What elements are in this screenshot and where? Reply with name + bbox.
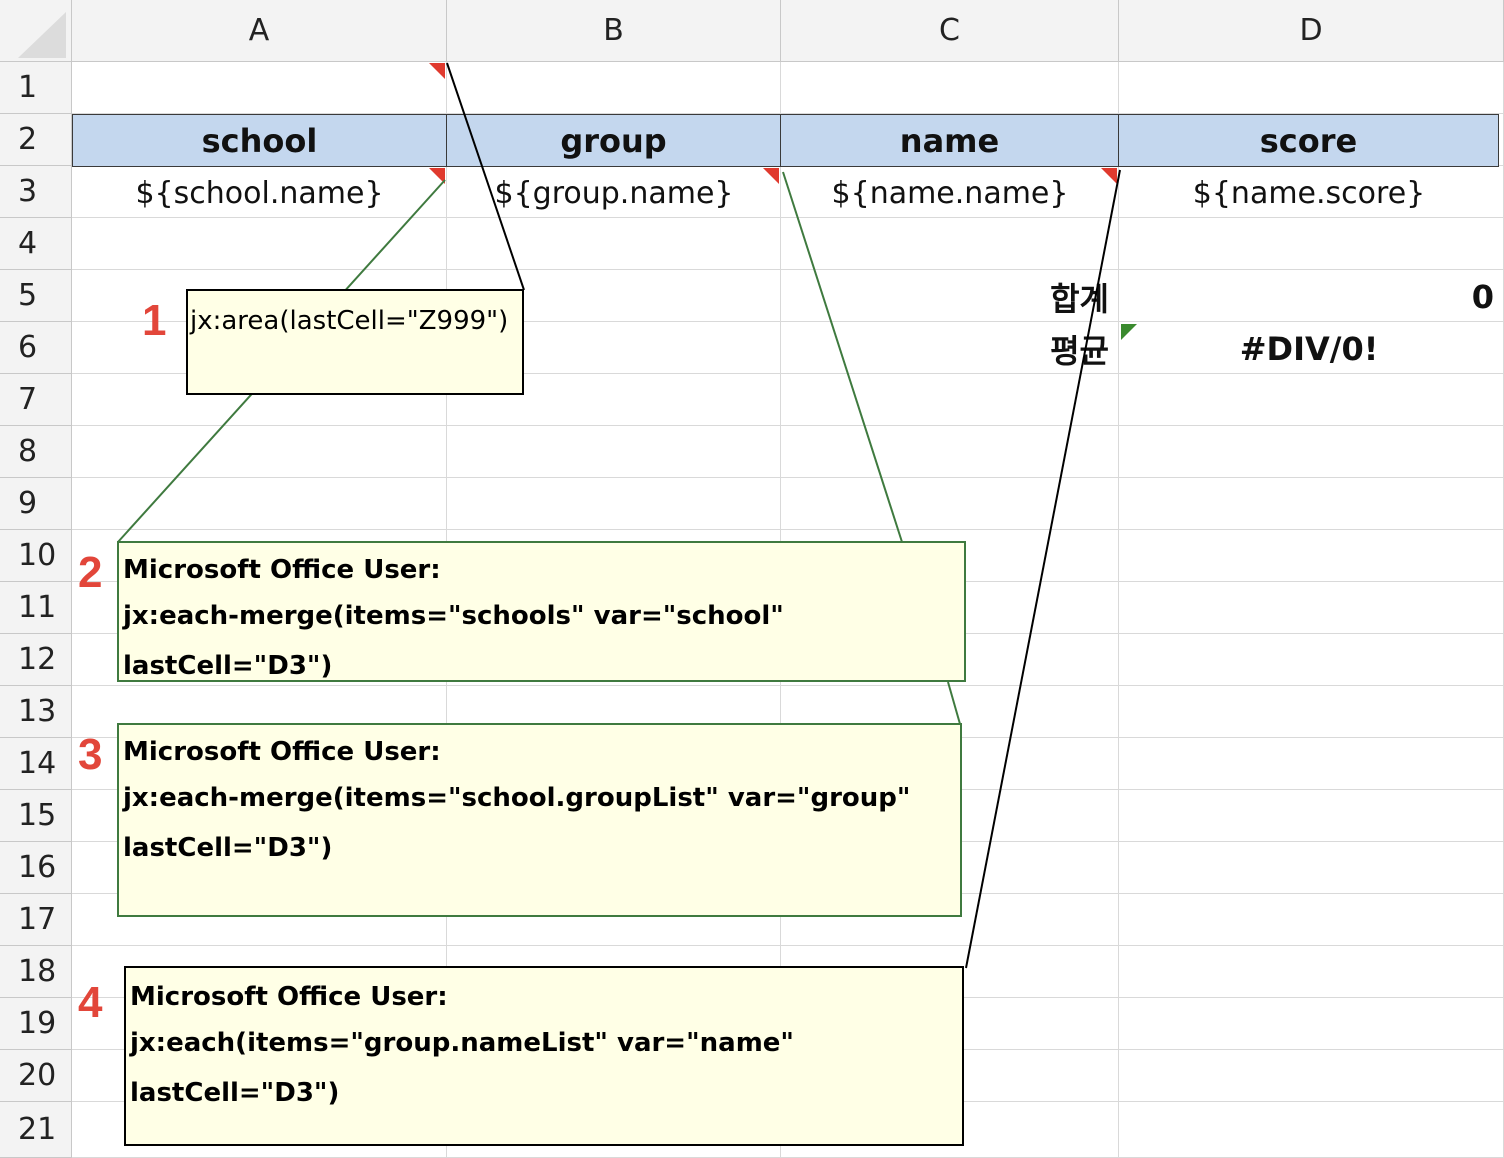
comment-box-1[interactable]: jx:area(lastCell="Z999") (186, 289, 524, 395)
cell-b2[interactable]: group (447, 114, 781, 167)
select-all-icon (18, 12, 66, 58)
row-header-8[interactable]: 8 (0, 426, 72, 478)
comment-3-text-line1: jx:each-merge(items="school.groupList" v… (123, 783, 911, 813)
row-header-6[interactable]: 6 (0, 322, 72, 374)
grid-cell[interactable] (447, 218, 781, 270)
cell-d3[interactable]: ${name.score} (1192, 175, 1426, 211)
row-header-10[interactable]: 10 (0, 530, 72, 582)
comment-box-2[interactable]: Microsoft Office User: jx:each-merge(ite… (117, 541, 966, 682)
select-all-corner[interactable] (0, 0, 72, 62)
grid-cell[interactable] (1119, 62, 1504, 114)
grid-cell[interactable] (1119, 374, 1504, 426)
grid-cell[interactable] (1119, 426, 1504, 478)
annotation-number-2: 2 (78, 548, 103, 597)
grid-cell[interactable] (447, 894, 781, 946)
column-header-c[interactable]: C (781, 0, 1119, 62)
grid-cell[interactable] (781, 218, 1119, 270)
grid-cell[interactable] (447, 270, 781, 322)
row-header-15[interactable]: 15 (0, 790, 72, 842)
row-header-1[interactable]: 1 (0, 62, 72, 114)
cell-d2[interactable]: score (1119, 114, 1499, 167)
row-header-21[interactable]: 21 (0, 1102, 72, 1158)
comment-indicator-c3[interactable] (1101, 168, 1117, 184)
grid-cell[interactable] (447, 478, 781, 530)
grid-cell[interactable] (1119, 1050, 1504, 1102)
grid-cell[interactable] (447, 62, 781, 114)
row-header-14[interactable]: 14 (0, 738, 72, 790)
grid-cell[interactable] (1119, 946, 1504, 998)
annotation-number-1: 1 (142, 296, 167, 345)
grid-cell[interactable] (1119, 998, 1504, 1050)
row-header-13[interactable]: 13 (0, 686, 72, 738)
column-header-b[interactable]: B (447, 0, 781, 62)
grid-cell[interactable] (1119, 1102, 1504, 1158)
grid-cell[interactable] (1119, 530, 1504, 582)
row-header-2[interactable]: 2 (0, 114, 72, 166)
row-header-17[interactable]: 17 (0, 894, 72, 946)
formula-indicator-d6[interactable] (1121, 324, 1137, 340)
grid-cell[interactable] (1119, 634, 1504, 686)
comment-2-text: jx:each-merge(items="schools" var="schoo… (123, 601, 784, 681)
grid-cell[interactable] (1119, 894, 1504, 946)
grid-cell[interactable] (72, 218, 447, 270)
row-header-5[interactable]: 5 (0, 270, 72, 322)
comment-indicator-a3[interactable] (429, 168, 445, 184)
cell-c6[interactable]: 평균 (1050, 332, 1109, 370)
cell-d5[interactable]: 0 (1471, 278, 1494, 316)
grid-cell[interactable] (1119, 478, 1504, 530)
row-header-18[interactable]: 18 (0, 946, 72, 998)
grid-cell[interactable] (781, 62, 1119, 114)
comment-box-3[interactable]: Microsoft Office User: jx:each-merge(ite… (117, 723, 962, 917)
comment-box-4[interactable]: Microsoft Office User: jx:each(items="gr… (124, 966, 964, 1146)
cell-a2[interactable]: school (72, 114, 447, 167)
grid-cell[interactable] (1119, 842, 1504, 894)
grid-cell[interactable] (1119, 686, 1504, 738)
comment-3-author: Microsoft Office User: (123, 737, 441, 767)
comment-indicator-b3[interactable] (763, 168, 779, 184)
annotation-number-3: 3 (78, 730, 103, 779)
cell-a3[interactable]: ${school.name} (135, 175, 384, 211)
comment-2-author: Microsoft Office User: (123, 555, 441, 585)
cell-c3[interactable]: ${name.name} (831, 175, 1069, 211)
row-header-11[interactable]: 11 (0, 582, 72, 634)
grid-cell[interactable] (447, 374, 781, 426)
grid-cell[interactable] (1119, 218, 1504, 270)
row-header-3[interactable]: 3 (0, 166, 72, 218)
cell-c2[interactable]: name (781, 114, 1119, 167)
grid-cell[interactable] (781, 374, 1119, 426)
grid-cell[interactable] (781, 426, 1119, 478)
grid-cell[interactable] (72, 426, 447, 478)
row-header-9[interactable]: 9 (0, 478, 72, 530)
comment-4-author: Microsoft Office User: (130, 982, 448, 1012)
grid-cell[interactable] (447, 166, 781, 218)
column-header-d[interactable]: D (1119, 0, 1504, 62)
grid-cell[interactable] (447, 322, 781, 374)
row-header-20[interactable]: 20 (0, 1050, 72, 1102)
row-header-19[interactable]: 19 (0, 998, 72, 1050)
grid-cell[interactable] (1119, 790, 1504, 842)
grid-cell[interactable] (1119, 582, 1504, 634)
annotation-number-4: 4 (78, 978, 103, 1027)
column-header-a[interactable]: A (72, 0, 447, 62)
row-header-4[interactable]: 4 (0, 218, 72, 270)
comment-4-text: jx:each(items="group.nameList" var="name… (130, 1028, 794, 1108)
row-header-7[interactable]: 7 (0, 374, 72, 426)
grid-cell[interactable] (72, 478, 447, 530)
comment-1-text: jx:area(lastCell="Z999") (190, 306, 509, 336)
row-header-16[interactable]: 16 (0, 842, 72, 894)
comment-indicator-a1[interactable] (429, 63, 445, 79)
grid-cell[interactable] (72, 894, 447, 946)
cell-d6[interactable]: #DIV/0! (1239, 330, 1379, 368)
grid-cell[interactable] (781, 478, 1119, 530)
row-header-12[interactable]: 12 (0, 634, 72, 686)
comment-3-text-line2: lastCell="D3") (123, 833, 333, 863)
grid-cell[interactable] (72, 62, 447, 114)
cell-b3[interactable]: ${group.name} (494, 175, 734, 211)
grid-cell[interactable] (447, 426, 781, 478)
cell-c5[interactable]: 합계 (1050, 280, 1109, 318)
grid-cell[interactable] (1119, 738, 1504, 790)
